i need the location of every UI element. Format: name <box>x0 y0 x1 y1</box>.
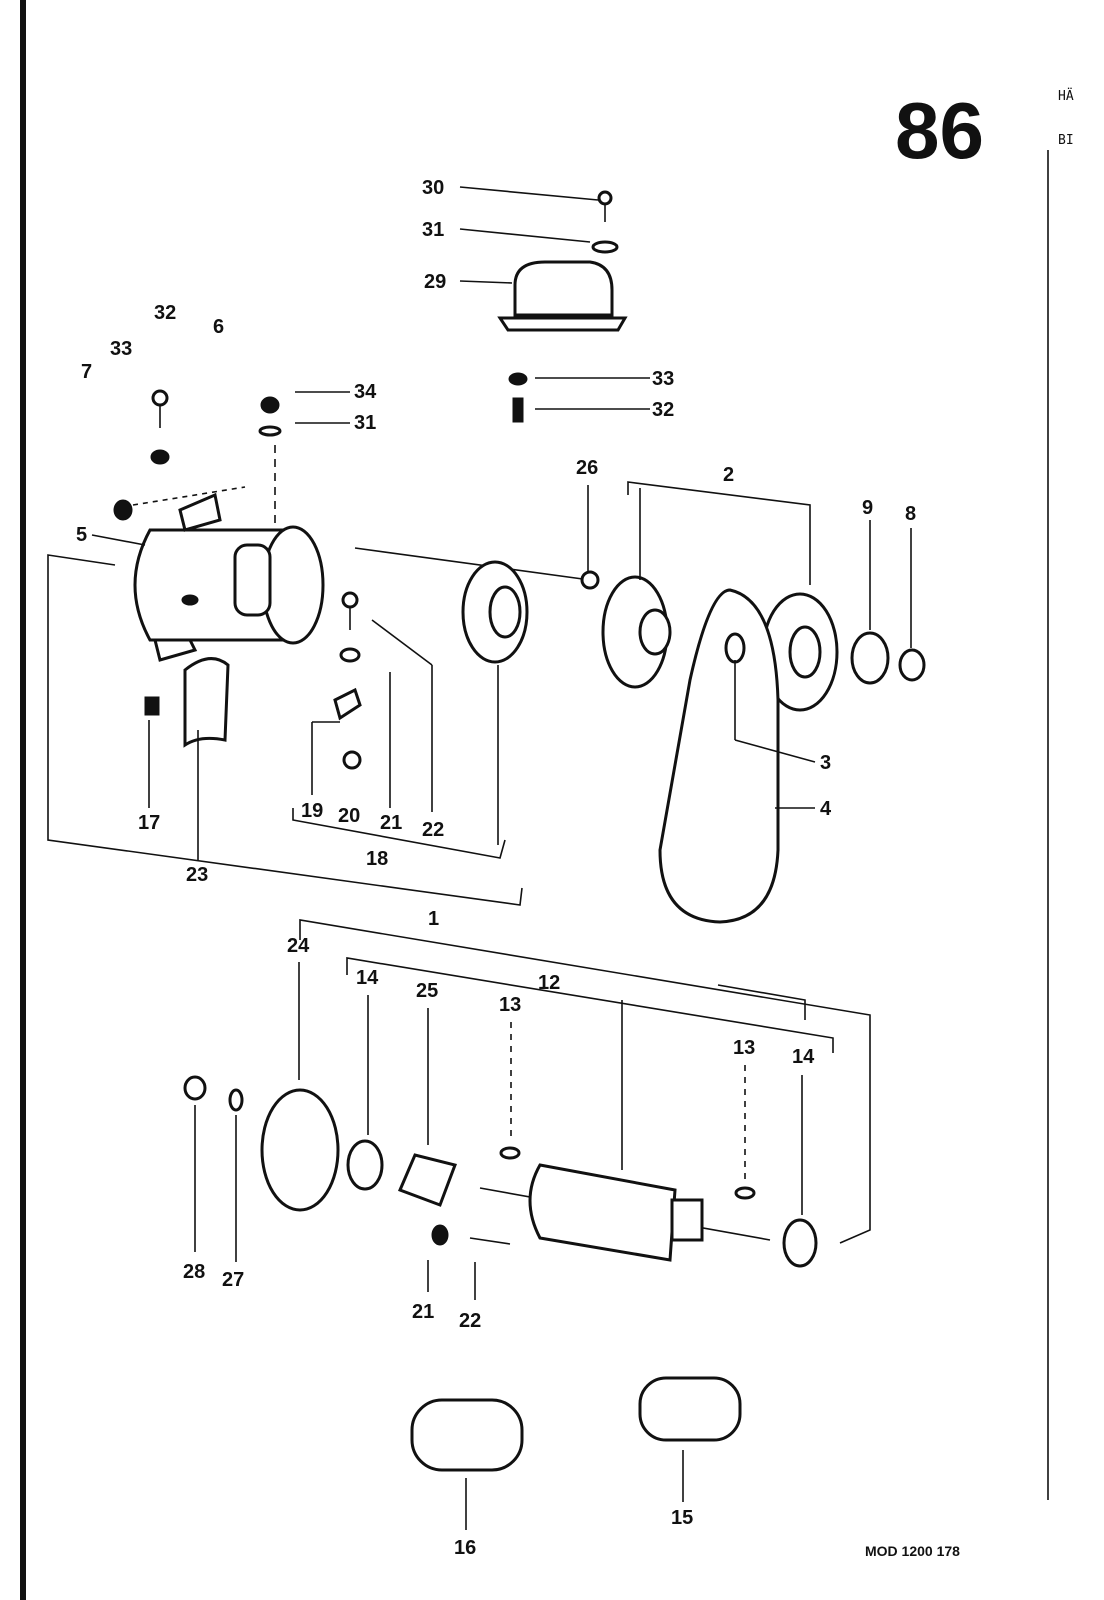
header-fragment-ha: HÄ <box>1058 88 1074 104</box>
generator-housing-part <box>133 492 325 662</box>
callout-2: 2 <box>723 464 734 486</box>
screw-part <box>341 591 359 609</box>
callout-19: 19 <box>301 800 323 822</box>
callout-14: 14 <box>356 967 379 989</box>
callout-4: 4 <box>820 798 832 820</box>
callout-9: 9 <box>862 497 873 519</box>
v-belt-part <box>658 588 780 924</box>
callout-20: 20 <box>338 805 360 827</box>
washer-part <box>724 632 746 664</box>
end-plate-part <box>260 1088 340 1212</box>
spring-part <box>333 687 362 721</box>
callout-34: 34 <box>354 381 377 403</box>
nut-part <box>150 449 170 465</box>
callout-28: 28 <box>183 1261 205 1283</box>
callout-3: 3 <box>820 752 831 774</box>
spacer-part <box>850 631 890 685</box>
callout-13: 13 <box>733 1037 755 1059</box>
page-number: 86 <box>895 86 984 175</box>
callout-22: 22 <box>459 1310 481 1332</box>
regulator-part <box>497 260 628 332</box>
callout-13: 13 <box>499 994 521 1016</box>
screw-part <box>144 696 160 716</box>
washer-part <box>339 647 361 663</box>
callout-14: 14 <box>792 1046 815 1068</box>
callout-32: 32 <box>154 302 176 324</box>
callout-24: 24 <box>287 935 310 957</box>
retainer-plate-part <box>398 1153 457 1207</box>
callout-32: 32 <box>652 399 674 421</box>
washer-part <box>591 240 619 254</box>
screw-part <box>151 389 169 407</box>
callout-16: 16 <box>454 1537 476 1559</box>
footer-code: MOD 1200 178 <box>865 1543 960 1559</box>
key-part <box>734 1186 756 1200</box>
callout-17: 17 <box>138 812 160 834</box>
callout-33: 33 <box>652 368 674 390</box>
callout-21: 21 <box>412 1301 434 1323</box>
callout-22: 22 <box>422 819 444 841</box>
brush-part <box>342 750 362 770</box>
nut-part <box>260 396 280 414</box>
callout-21: 21 <box>380 812 402 834</box>
callout-30: 30 <box>422 177 444 199</box>
callout-25: 25 <box>416 980 438 1002</box>
callout-27: 27 <box>222 1269 244 1291</box>
field-coil-part <box>638 1376 742 1442</box>
callout-12: 12 <box>538 972 560 994</box>
callout-7: 7 <box>81 361 92 383</box>
bearing-part <box>346 1139 384 1191</box>
nut-part <box>113 499 133 521</box>
armature-part <box>479 1163 771 1262</box>
nut-part <box>898 648 926 682</box>
nut-part <box>183 1075 207 1101</box>
bearing-part <box>782 1218 818 1268</box>
callout-18: 18 <box>366 848 388 870</box>
field-coil-part <box>410 1398 524 1472</box>
key-part <box>499 1146 521 1160</box>
screw-part <box>597 190 613 222</box>
washer-part <box>258 425 282 437</box>
callout-1: 1 <box>428 908 439 930</box>
end-plate-part <box>461 560 529 664</box>
callout-8: 8 <box>905 503 916 525</box>
callout-labels: 30 31 29 32 6 33 7 34 31 33 32 26 2 9 8 … <box>76 177 916 1559</box>
callout-26: 26 <box>576 457 598 479</box>
binding-edge <box>20 0 26 1600</box>
callout-31: 31 <box>422 219 444 241</box>
callout-23: 23 <box>186 864 208 886</box>
callout-33: 33 <box>110 338 132 360</box>
callout-29: 29 <box>424 271 446 293</box>
callout-6: 6 <box>213 316 224 338</box>
pulley-part <box>601 575 839 712</box>
tie-bolt-part <box>580 570 600 590</box>
bolt-part <box>512 397 524 423</box>
callout-15: 15 <box>671 1507 693 1529</box>
callout-5: 5 <box>76 524 87 546</box>
nut-part <box>431 1224 449 1246</box>
brush-part <box>183 657 230 748</box>
leader-lines <box>47 186 912 1530</box>
washer-part <box>228 1088 244 1112</box>
nut-part <box>508 372 528 386</box>
callout-31: 31 <box>354 412 376 434</box>
header-fragment-bi: BI <box>1058 133 1074 148</box>
